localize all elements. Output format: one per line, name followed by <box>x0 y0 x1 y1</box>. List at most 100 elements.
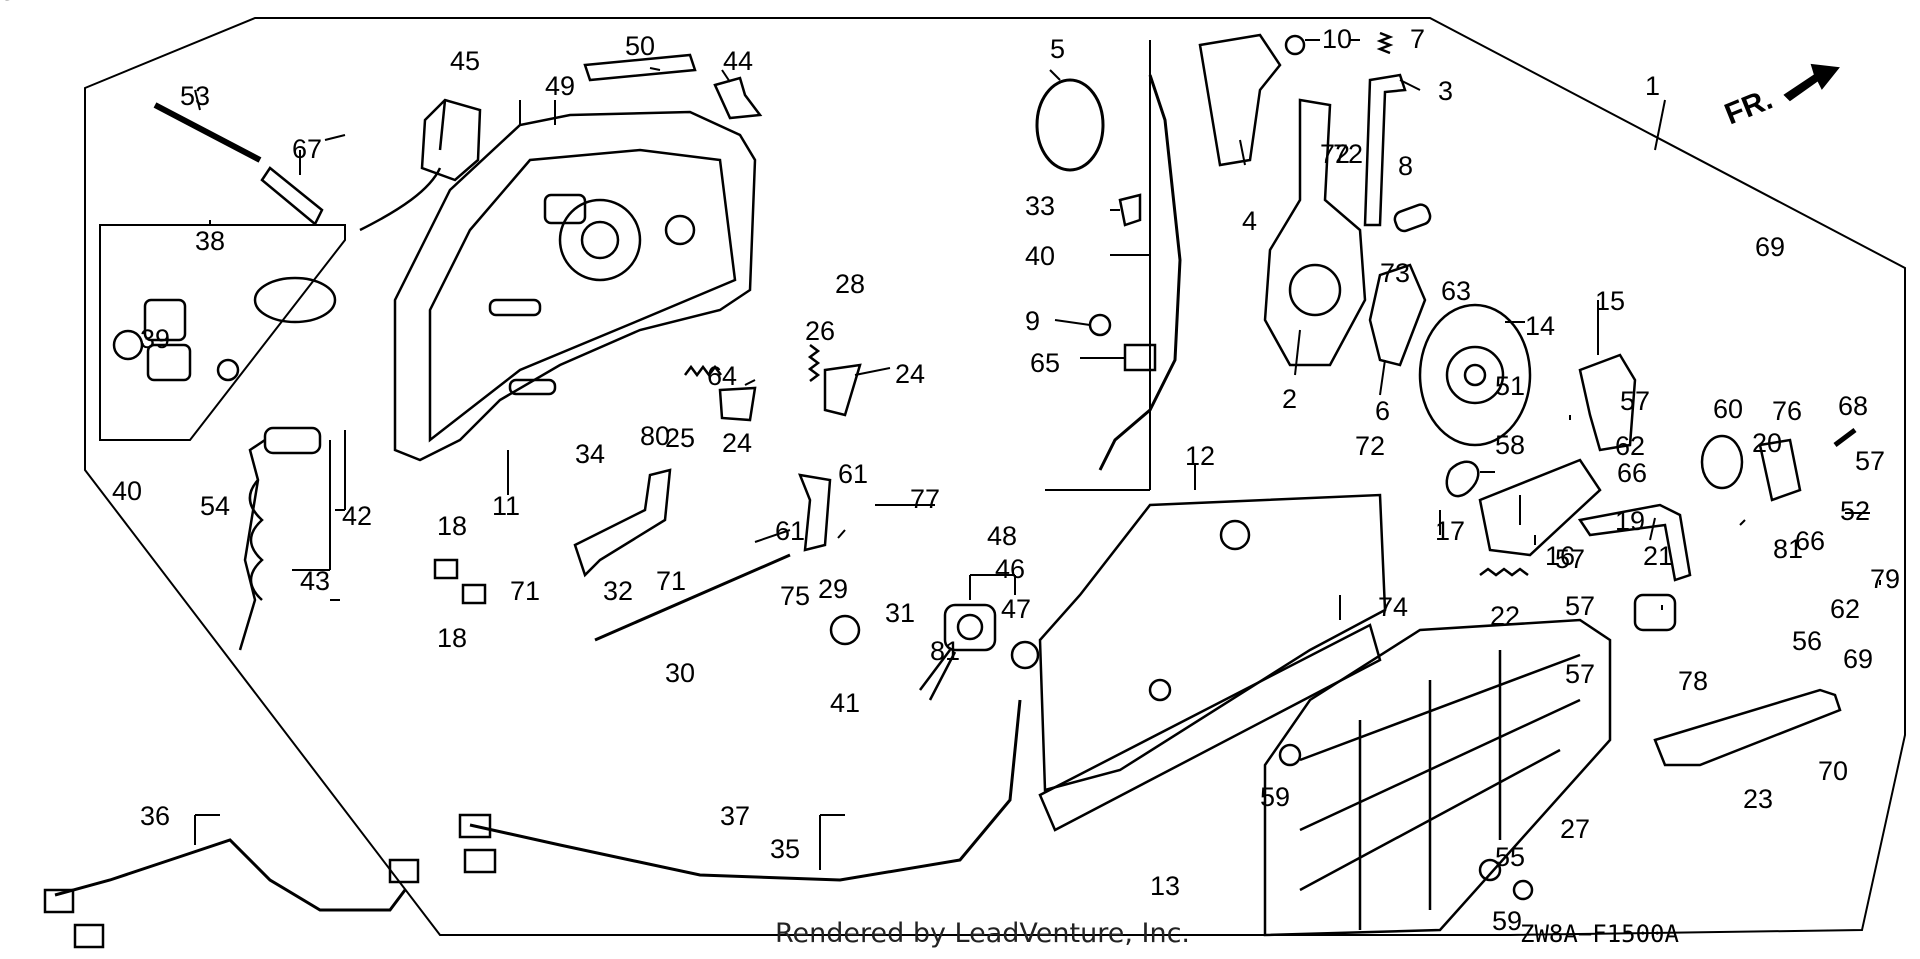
part-2-control-lever <box>1263 98 1367 367</box>
part-45-clip <box>713 76 763 120</box>
part-55-nut <box>1512 879 1534 901</box>
callout-54: 54 <box>200 491 230 521</box>
part-14-gear-plate <box>1418 303 1532 447</box>
callout-26: 26 <box>805 316 835 346</box>
callout-71: 71 <box>510 576 540 606</box>
part-59-grommet <box>1278 743 1302 767</box>
callout-58: 58 <box>1495 430 1525 460</box>
callout-75: 75 <box>780 581 810 611</box>
callout-61: 61 <box>775 516 805 546</box>
callout-64: 64 <box>707 361 737 391</box>
callout-74: 74 <box>1378 592 1408 622</box>
callout-63: 63 <box>1441 276 1471 306</box>
callout-11: 11 <box>492 491 520 521</box>
part-48-solenoid <box>919 603 997 701</box>
callout-20: 20 <box>1752 428 1782 458</box>
part-30-shift-rod <box>594 553 791 642</box>
callout-15: 15 <box>1595 286 1625 316</box>
part-43-44-stop-switch-lanyard <box>238 426 322 651</box>
callout-41: 41 <box>830 688 860 718</box>
part-35-harness <box>469 699 1022 882</box>
part-29-arm <box>798 473 832 552</box>
callout-9: 9 <box>1025 306 1040 336</box>
part-12-side-plate <box>1038 493 1387 792</box>
part-2-hub <box>1288 263 1342 317</box>
callout-37: 37 <box>720 801 750 831</box>
callout-14: 14 <box>1525 311 1555 341</box>
part-26-spring <box>807 344 821 382</box>
callout-69: 69 <box>1843 644 1873 674</box>
callout-10: 10 <box>1322 24 1352 54</box>
part-25-spring <box>684 364 722 378</box>
part-46-switch-panel <box>359 98 482 232</box>
callout-65: 65 <box>1030 348 1060 378</box>
callout-57: 57 <box>1855 446 1885 476</box>
callout-layer: 1234567891011121314151617181819202122232… <box>0 0 1900 936</box>
part-7-spring <box>1376 31 1394 55</box>
callout-71: 71 <box>656 566 686 596</box>
part-5-ring <box>1035 78 1105 172</box>
callout-35: 35 <box>770 834 800 864</box>
part-27-grid-cover <box>1263 618 1612 937</box>
callout-72: 72 <box>1320 139 1350 169</box>
callout-47: 47 <box>1001 594 1031 624</box>
callout-50: 50 <box>625 31 655 61</box>
leader-lines <box>194 39 1881 870</box>
callout-56: 56 <box>1792 626 1822 656</box>
part-41-harness <box>1098 74 1182 471</box>
part-36-connector-b <box>73 923 105 949</box>
callout-30: 30 <box>665 658 695 688</box>
callout-66: 66 <box>1617 458 1647 488</box>
callout-17: 17 <box>1435 516 1465 546</box>
part-53-long-bolt <box>153 102 262 163</box>
callout-19: 19 <box>1615 506 1645 536</box>
callout-6: 6 <box>1375 396 1390 426</box>
part-15-bracket <box>1578 353 1637 452</box>
callout-13: 13 <box>1150 871 1180 901</box>
callout-57: 57 <box>1620 386 1650 416</box>
callout-23: 23 <box>1743 784 1773 814</box>
callout-24: 24 <box>895 359 925 389</box>
part-68-bolt <box>1833 428 1857 447</box>
callout-57: 57 <box>1565 659 1595 689</box>
callout-4: 4 <box>1242 206 1257 236</box>
callout-57: 57 <box>1555 544 1585 574</box>
part-17-spring <box>1445 460 1480 498</box>
part-8-sleeve <box>1393 203 1432 233</box>
callout-77: 77 <box>910 484 940 514</box>
part-35-connector-b <box>463 848 497 874</box>
callout-53: 53 <box>180 81 210 111</box>
part-35-connector <box>458 813 492 839</box>
part-49-housing-cover <box>393 110 757 462</box>
part-16-plate <box>1478 458 1602 557</box>
callout-18: 18 <box>437 623 467 653</box>
callout-43: 43 <box>300 566 330 596</box>
part-32-bracket <box>573 468 672 578</box>
assembly-boundary <box>84 17 1906 936</box>
callout-16: 16 <box>1545 541 1575 571</box>
callout-8: 8 <box>1398 151 1413 181</box>
front-direction-indicator: FR. <box>1720 63 1840 132</box>
callout-78: 78 <box>1678 666 1708 696</box>
callout-55: 55 <box>1495 842 1525 872</box>
callout-24: 24 <box>722 428 752 458</box>
callout-25: 25 <box>665 423 695 453</box>
callout-34: 34 <box>575 439 605 469</box>
part-20-plate <box>1758 438 1802 502</box>
fr-label: FR. <box>1720 83 1777 132</box>
callout-69: 69 <box>1755 232 1785 262</box>
part-19-link <box>1577 503 1692 582</box>
callout-1: 1 <box>1645 71 1660 101</box>
part-12-hole-b <box>1148 678 1172 702</box>
callout-67: 67 <box>292 134 322 164</box>
part-9-grommet <box>1088 313 1112 337</box>
fr-arrow-icon <box>1783 63 1840 102</box>
callout-38: 38 <box>195 226 225 256</box>
callout-61: 61 <box>838 459 868 489</box>
callout-79: 79 <box>1870 564 1900 594</box>
part-36-connector-c <box>388 858 420 884</box>
part-42-gear <box>829 614 861 646</box>
callout-7: 7 <box>1410 24 1425 54</box>
callout-29: 29 <box>818 574 848 604</box>
